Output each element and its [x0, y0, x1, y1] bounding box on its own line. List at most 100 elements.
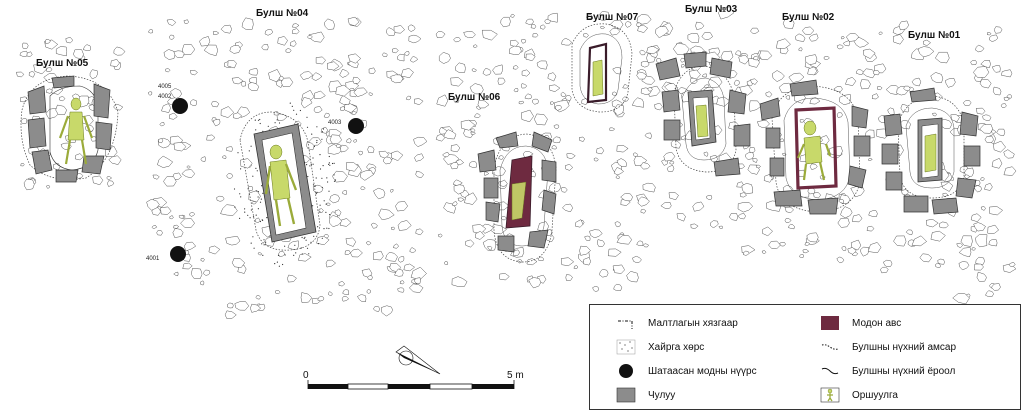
stone [397, 256, 405, 263]
stone [312, 184, 324, 194]
stone [450, 77, 464, 87]
legend-label: Булшны нүхний амсар [852, 341, 957, 353]
stone [616, 158, 627, 167]
stone [566, 153, 576, 160]
stone [339, 218, 352, 227]
gravel-dot [319, 168, 322, 170]
stone [470, 131, 476, 135]
stone [528, 277, 542, 289]
stone [680, 57, 686, 63]
skeleton-icon [820, 387, 840, 403]
stone [451, 200, 458, 207]
stone [996, 128, 1006, 137]
stone [589, 229, 603, 239]
gravel-dot [333, 162, 335, 164]
stone [367, 275, 373, 281]
stone [991, 129, 997, 134]
stone [970, 59, 977, 66]
stone [1003, 166, 1017, 176]
stone [868, 157, 873, 161]
stone [407, 24, 416, 32]
burial-05-label: Булш №05 [36, 58, 89, 69]
stone [917, 46, 935, 58]
stone [220, 204, 238, 216]
stone [65, 37, 74, 44]
burial-03-stones [655, 51, 751, 177]
burial-04-label: Булш №04 [256, 8, 309, 19]
stone [255, 295, 261, 300]
stone [979, 78, 992, 89]
stone [710, 220, 719, 229]
stone [718, 225, 723, 229]
stone [156, 230, 163, 236]
stone [113, 103, 124, 111]
gravel-dot [301, 236, 303, 239]
stone [555, 104, 563, 111]
stone [720, 50, 734, 62]
gravel-dot [267, 125, 269, 127]
stone [157, 155, 174, 168]
stone [165, 68, 171, 73]
stone [666, 164, 675, 172]
stone [765, 91, 773, 98]
stone [414, 153, 424, 162]
burnt-wood-icon [619, 364, 633, 378]
stone [212, 31, 220, 35]
stone [807, 66, 818, 76]
stone [275, 290, 281, 295]
stone [189, 212, 196, 217]
gravel-dot [252, 175, 254, 177]
burial-01-label: Булш №01 [908, 30, 961, 41]
stone [372, 306, 381, 312]
stone [26, 51, 33, 57]
stone [647, 87, 653, 92]
stone [1000, 103, 1007, 108]
stone [161, 103, 171, 113]
stone [798, 47, 803, 52]
stone [962, 99, 972, 106]
stone [613, 167, 625, 176]
stone [481, 29, 498, 41]
stone [644, 132, 652, 140]
stone [735, 50, 742, 56]
gravel-dot [244, 211, 246, 213]
stone [212, 119, 221, 127]
stone [680, 63, 685, 68]
charcoal-points: 4001 4002 4003 4005 [146, 84, 364, 262]
legend-label: Чулуу [648, 389, 676, 401]
stone [182, 44, 196, 56]
gravel-dot [240, 196, 242, 198]
burial-06-label: Булш №06 [448, 92, 501, 103]
gravel-dot [278, 122, 281, 124]
gravel-dot [278, 265, 280, 267]
stone [277, 36, 288, 46]
legend-label: Шатаасан модны нүүрс [648, 365, 757, 377]
stone [352, 76, 361, 84]
gravel-dot [313, 235, 315, 237]
stone [837, 217, 850, 228]
stone [804, 54, 818, 65]
stone [971, 247, 976, 251]
stone [276, 113, 288, 122]
stone [208, 245, 221, 255]
stone [640, 61, 650, 68]
stone [911, 77, 922, 87]
stone [655, 26, 669, 39]
stone [979, 123, 994, 134]
stone [974, 263, 984, 271]
stone [469, 83, 484, 95]
gravel-dot [259, 220, 261, 223]
burial-02-stones [759, 79, 871, 215]
stone [169, 112, 178, 120]
stone [584, 235, 591, 242]
gravel-dot [312, 163, 314, 165]
stone [597, 11, 610, 21]
stone [224, 310, 237, 320]
stone [847, 247, 857, 255]
stone [512, 65, 519, 70]
stone [373, 250, 384, 261]
stone [373, 187, 386, 200]
stone [55, 46, 68, 57]
gravel-dot [315, 177, 317, 179]
stone [892, 34, 904, 45]
